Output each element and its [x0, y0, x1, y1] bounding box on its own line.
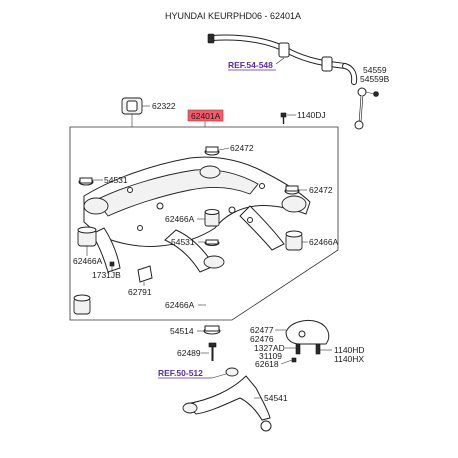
svg-text:62472: 62472	[230, 143, 254, 153]
assembly-outline	[69, 126, 339, 321]
svg-text:62477: 62477	[250, 325, 274, 335]
bolt-62489	[208, 342, 217, 361]
bushing-62466a-lower	[73, 294, 91, 315]
svg-text:62476: 62476	[250, 334, 274, 344]
svg-text:54559B: 54559B	[360, 74, 390, 84]
svg-text:62472: 62472	[309, 185, 333, 195]
svg-text:62466A: 62466A	[165, 300, 195, 310]
callout-62466a-left: 62466A	[73, 246, 103, 266]
stabilizer-bar	[207, 33, 358, 85]
svg-text:62466A: 62466A	[309, 237, 339, 247]
callout-62489: 62489	[177, 348, 209, 358]
callout-62472-top: 62472	[218, 143, 254, 153]
ref-link-50-512-label[interactable]: REF.50-512	[158, 368, 203, 378]
washer-54531-center	[204, 239, 220, 246]
bracket-62791	[137, 265, 153, 283]
svg-text:1140HX: 1140HX	[334, 354, 364, 364]
svg-text:54541: 54541	[264, 393, 288, 403]
bushing-62322	[121, 97, 143, 125]
crossmember-62401a	[83, 156, 311, 273]
ref-link-50-512[interactable]: REF.50-512	[158, 368, 227, 379]
svg-text:62489: 62489	[177, 348, 201, 358]
callout-62618: 62618	[255, 359, 293, 369]
lower-arm-bracket	[285, 319, 330, 363]
svg-text:1327AD: 1327AD	[254, 343, 285, 353]
callout-54541: 54541	[254, 393, 288, 403]
svg-text:62618: 62618	[255, 359, 279, 369]
stabilizer-link	[354, 87, 379, 130]
callout-62466a-center: 62466A	[165, 214, 205, 224]
svg-text:31109: 31109	[259, 351, 282, 361]
washer-62472-top	[204, 146, 220, 156]
diagram-title: HYUNDAI KEURPHD06 - 62401A	[165, 11, 301, 21]
svg-text:62791: 62791	[128, 287, 152, 297]
svg-text:62466A: 62466A	[165, 214, 195, 224]
callout-1140hd: 1140HD 1140HX	[320, 345, 365, 364]
callout-54531-center: 54531	[171, 237, 206, 247]
clip-1731jb	[109, 261, 115, 267]
svg-text:62466A: 62466A	[73, 256, 103, 266]
callout-1731jb: 1731JB	[92, 266, 121, 280]
callout-54531-upper: 54531	[92, 175, 128, 185]
mount-stopper-upper-right	[284, 185, 300, 195]
bushing-62466a-right	[285, 230, 303, 251]
bushing-62466a-center	[204, 209, 220, 227]
svg-text:62322: 62322	[152, 101, 176, 111]
mount-stopper-upper-left	[78, 177, 94, 186]
part-62401a-highlight[interactable]: 62401A	[187, 109, 224, 127]
ref-link-54-548-label[interactable]: REF.54-548	[228, 60, 273, 70]
washer-54514	[203, 325, 221, 335]
ref-link-54-548[interactable]: REF.54-548	[228, 57, 285, 71]
svg-text:54514: 54514	[170, 326, 194, 336]
callout-62472-right: 62472	[298, 185, 333, 195]
part-62401a-label[interactable]: 62401A	[191, 111, 221, 121]
callout-62477: 62477 62476	[250, 325, 286, 344]
svg-text:54531: 54531	[104, 175, 128, 185]
svg-text:1731JB: 1731JB	[92, 270, 121, 280]
svg-text:1140DJ: 1140DJ	[297, 110, 326, 120]
callout-62466a-right: 62466A	[302, 237, 339, 247]
callout-62322: 62322	[142, 101, 176, 111]
svg-text:54559: 54559	[363, 65, 387, 75]
callout-62791: 62791	[128, 282, 152, 297]
svg-text:1140HD: 1140HD	[334, 345, 365, 355]
bushing-62466a-left	[77, 226, 97, 247]
callout-54514: 54514	[170, 326, 205, 336]
callout-54559: 54559 54559B	[360, 65, 390, 84]
bolt-1140dj	[280, 112, 287, 124]
svg-text:54531: 54531	[171, 237, 195, 247]
callout-1140dj: 1140DJ	[287, 110, 326, 120]
callout-1327ad: 1327AD 31109	[254, 343, 296, 361]
callout-62466a-lower: 62466A	[165, 300, 206, 310]
lower-control-arm	[182, 367, 272, 432]
